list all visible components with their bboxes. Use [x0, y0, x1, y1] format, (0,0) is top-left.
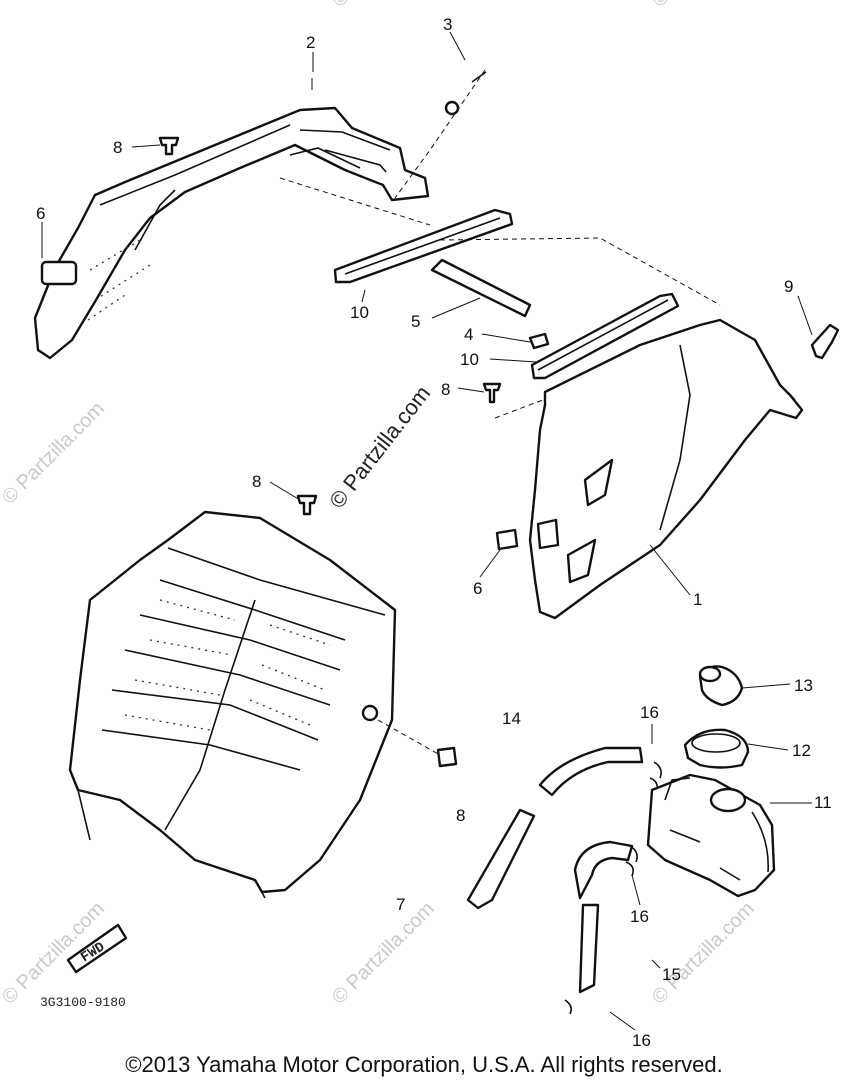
part-1-right-cover [279, 177, 840, 620]
watermark-center: © Partzilla.com [324, 381, 435, 513]
callout-15: 15 [662, 965, 681, 984]
part-5-pad [430, 258, 532, 318]
part-16-clamps [564, 761, 662, 1015]
drawing-code: 3G3100-9180 [40, 995, 126, 1010]
callout-6: 6 [36, 204, 45, 223]
callout-8: 8 [252, 472, 261, 491]
part-8-screws [158, 136, 502, 516]
part-10-strip-upper [333, 208, 514, 284]
callout-10: 10 [460, 350, 479, 369]
part-12-ring [683, 728, 750, 769]
watermark: © Partzilla.com [328, 0, 439, 12]
callout-10: 10 [350, 303, 369, 322]
callout-7: 7 [396, 895, 405, 914]
part-14-hose [466, 746, 644, 910]
callout-8: 8 [441, 380, 450, 399]
callout-8: 8 [456, 806, 465, 825]
watermark: © Partzilla.com [328, 898, 439, 1009]
callout-13: 13 [794, 676, 813, 695]
part-4-clip [528, 332, 550, 350]
callout-14: 14 [502, 709, 521, 728]
callout-9: 9 [784, 277, 793, 296]
part-10-strip-lower [530, 292, 680, 380]
part-7-radiator-grille [68, 510, 458, 899]
callout-4: 4 [464, 325, 473, 344]
watermark: © Partzilla.com [648, 0, 759, 12]
callout-3: 3 [443, 15, 452, 34]
callout-16: 16 [630, 907, 649, 926]
part-3-screw [394, 69, 487, 199]
callout-numbers: 1 2 3 4 5 6 6 7 8 8 8 8 9 10 10 11 12 13… [36, 15, 832, 1050]
callout-5: 5 [411, 312, 420, 331]
callout-8: 8 [113, 138, 122, 157]
part-15-hose [573, 840, 634, 994]
callout-16: 16 [640, 703, 659, 722]
watermark: © Partzilla.com [0, 398, 109, 509]
leader-lines [41, 31, 813, 1031]
callout-1: 1 [693, 590, 702, 609]
callout-12: 12 [792, 741, 811, 760]
callout-2: 2 [306, 33, 315, 52]
copyright-notice: ©2013 Yamaha Motor Corporation, U.S.A. A… [125, 1052, 723, 1077]
part-13-cap [698, 665, 744, 707]
callout-16: 16 [632, 1031, 651, 1050]
part-2-left-cover [33, 106, 430, 360]
watermark: © Partzilla.com [648, 898, 759, 1009]
callout-6: 6 [473, 579, 482, 598]
callout-11: 11 [814, 793, 832, 812]
part-11-reservoir-tank [646, 773, 776, 898]
